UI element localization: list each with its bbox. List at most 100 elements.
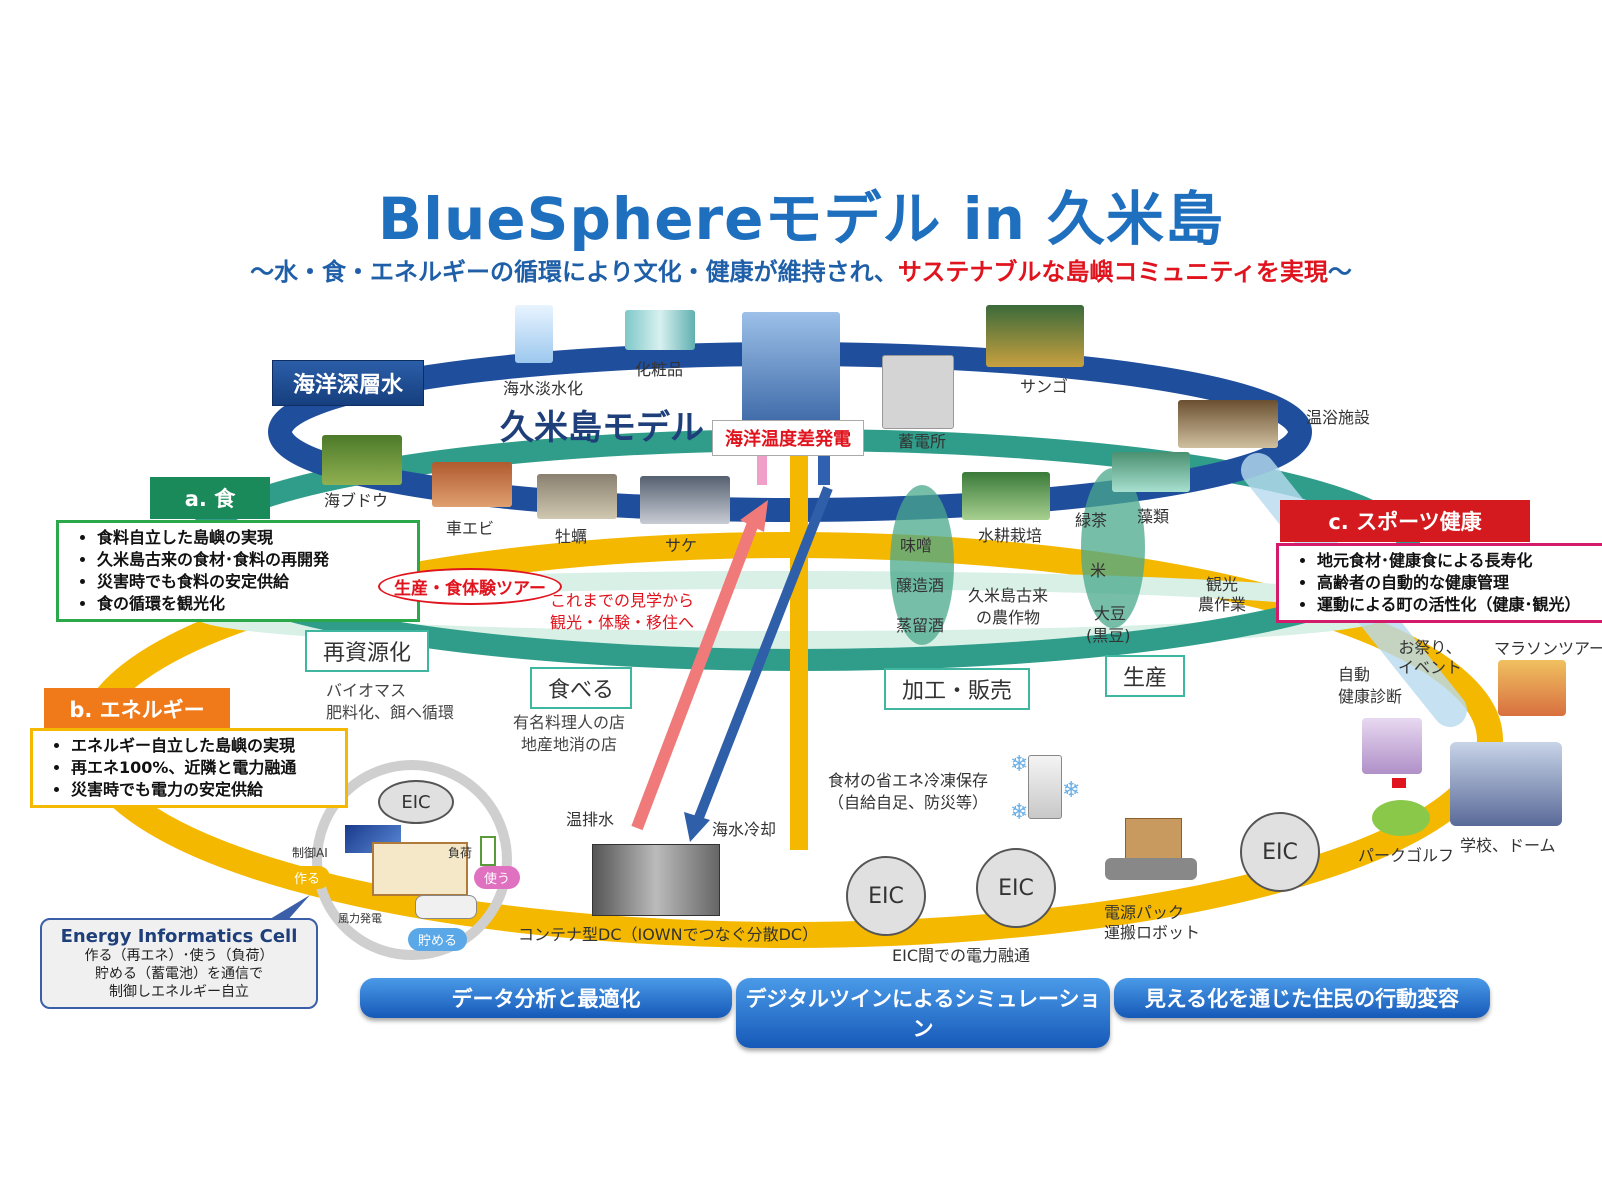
- algae-label: 藻類: [1137, 507, 1170, 526]
- warm-drain-arrow: [631, 515, 761, 831]
- crops-line-1: 久米島古来: [968, 586, 1049, 605]
- school-dome-label: 学校、ドーム: [1460, 836, 1556, 855]
- home-eic-badge: EIC: [378, 780, 454, 824]
- biomass-line-2: 肥料化、餌へ循環: [326, 703, 455, 722]
- kume-model-label: 久米島モデル: [500, 408, 704, 448]
- food-point: 久米島古来の食材･食料の再開発: [97, 549, 407, 571]
- cosmetics-label: 化粧品: [635, 360, 684, 379]
- container-dc-label: コンテナ型DC（IOWNでつなぐ分散DC）: [518, 925, 819, 944]
- warm-drain-arrowhead: [740, 500, 768, 532]
- hydroponic-label: 水耕栽培: [978, 526, 1043, 545]
- bar-digital-twin: デジタルツインによるシミュレーション: [736, 978, 1110, 1048]
- dome-image: [1450, 742, 1562, 826]
- festival-line-2: イベント: [1398, 658, 1463, 677]
- salmon-image: [640, 476, 730, 524]
- process-tag: 加工・販売: [884, 668, 1031, 710]
- recycle-tag: 再資源化: [305, 630, 430, 672]
- snowflake-icon: ❄: [1062, 778, 1081, 803]
- energy-box: エネルギー自立した島嶼の実現 再エネ100%、近隣と電力融通 災害時でも電力の安…: [30, 728, 348, 808]
- sea-cool-label: 海水冷却: [712, 820, 777, 839]
- energy-header: b. エネルギー: [44, 688, 230, 730]
- tour-note-line-1: これまでの見学から: [550, 591, 695, 610]
- hotspring-image: [1178, 400, 1278, 448]
- pipe-pink: [757, 455, 767, 485]
- prawn-label: 車エビ: [446, 519, 495, 538]
- freeze-line-1: 食材の省エネ冷凍保存: [828, 771, 989, 790]
- checkup-label: 自動健康診断: [1338, 664, 1402, 708]
- eic-home-ring: [312, 760, 512, 960]
- coral-image: [986, 305, 1084, 367]
- ancient-crops-label: 久米島古来の農作物: [968, 585, 1048, 629]
- storage-building-image: [882, 355, 954, 429]
- bar-visualization: 見える化を通じた住民の行動変容: [1114, 978, 1490, 1018]
- freeze-label: 食材の省エネ冷凍保存 （自給自足、防災等）: [828, 770, 988, 814]
- otec-plant-image: [742, 312, 840, 424]
- bottles-image: [515, 305, 553, 363]
- tour-note: これまでの見学から観光・体験・移住へ: [550, 590, 694, 634]
- cell-desc-line: 貯める（蓄電池）を通信で: [95, 966, 263, 982]
- crops-line-2: の農作物: [976, 608, 1041, 627]
- ai-label: 制御AI: [292, 846, 328, 860]
- energy-point: 災害時でも電力の安定供給: [71, 779, 335, 801]
- ev-car-icon: [415, 895, 477, 919]
- miso-label: 味噌: [900, 536, 933, 555]
- tour-note-line-2: 観光・体験・移住へ: [550, 613, 695, 632]
- warm-drain-label: 温排水: [566, 810, 615, 829]
- soy-label: 大豆: [1094, 604, 1127, 623]
- salmon-label: サケ: [665, 536, 698, 555]
- oyster-label: 牡蠣: [555, 527, 588, 546]
- farm-line-2: 農作業: [1198, 595, 1247, 614]
- food-point: 食料自立した島嶼の実現: [97, 527, 407, 549]
- subtitle-highlight: サステナブルな島嶼コミュニティを実現: [897, 258, 1328, 286]
- park-golf-label: パークゴルフ: [1358, 846, 1455, 865]
- produce-tag: 生産: [1105, 655, 1186, 697]
- eic-node-2: EIC: [976, 848, 1056, 928]
- desal-label: 海水淡水化: [503, 379, 584, 398]
- sports-header: c. スポーツ健康: [1280, 500, 1530, 542]
- food-box: 食料自立した島嶼の実現 久米島古来の食材･食料の再開発 災害時でも食料の安定供給…: [56, 520, 420, 622]
- rice-label: 米: [1090, 561, 1107, 580]
- restaurant-label: 有名料理人の店地産地消の店: [513, 712, 625, 756]
- food-point: 災害時でも食料の安定供給: [97, 571, 407, 593]
- processing-bubble: [890, 485, 954, 645]
- subtitle-prefix: ～水・食・エネルギーの循環により文化・健康が維持され、: [250, 258, 898, 286]
- snowflake-icon: ❄: [1010, 800, 1029, 825]
- sports-point: 地元食材･健康食による長寿化: [1317, 550, 1599, 572]
- farm-line-1: 観光: [1206, 575, 1239, 594]
- umibudo-label: 海ブドウ: [324, 491, 389, 510]
- page-subtitle: ～水・食・エネルギーの循環により文化・健康が維持され、サステナブルな島嶼コミュニ…: [0, 252, 1602, 287]
- hydroponic-image: [962, 472, 1050, 520]
- brewing-label: 醸造酒: [896, 576, 945, 595]
- festival-line-1: お祭り、: [1398, 638, 1462, 657]
- checkup-line-1: 自動: [1338, 665, 1371, 684]
- restaurant-line-1: 有名料理人の店: [513, 713, 626, 732]
- freezer-icon: [1028, 755, 1062, 819]
- marathon-label: マラソンツアー: [1494, 639, 1602, 658]
- cosmetics-image: [625, 310, 695, 350]
- sports-point: 高齢者の自動的な健康管理: [1317, 572, 1599, 594]
- cell-title: Energy Informatics Cell: [60, 926, 298, 947]
- battery-icon: [480, 836, 496, 866]
- park-golf-icon: [1372, 800, 1430, 836]
- distilling-label: 蒸留酒: [896, 616, 945, 635]
- green-tea-label: 緑茶: [1075, 511, 1108, 530]
- produce-bubble: [1081, 468, 1145, 628]
- tour-badge: 生産・食体験ツアー: [378, 568, 562, 605]
- storage-label: 蓄電所: [898, 432, 947, 451]
- parcel-icon: [1125, 818, 1182, 860]
- deep-water-label: 海洋深層水: [272, 360, 425, 406]
- sports-box: 地元食材･健康食による長寿化 高齢者の自動的な健康管理 運動による町の活性化（健…: [1276, 543, 1602, 623]
- umibudo-image: [322, 435, 402, 485]
- festival-label: お祭り、イベント: [1398, 638, 1462, 678]
- cell-desc-line: 制御しエネルギー自立: [109, 984, 249, 1000]
- checkup-line-2: 健康診断: [1338, 687, 1403, 706]
- bar-data-analysis: データ分析と最適化: [360, 978, 732, 1018]
- sea-cool-arrow: [693, 486, 833, 822]
- oyster-image: [537, 474, 617, 519]
- freeze-line-2: （自給自足、防災等）: [828, 793, 989, 812]
- delivery-robot-icon: [1105, 858, 1197, 880]
- house-icon: [372, 842, 468, 896]
- use-pill: 使う: [474, 866, 521, 889]
- energy-cell-callout: Energy Informatics Cell 作る（再エネ）･使う（負荷） 貯…: [40, 918, 318, 1009]
- energy-point: エネルギー自立した島嶼の実現: [71, 735, 335, 757]
